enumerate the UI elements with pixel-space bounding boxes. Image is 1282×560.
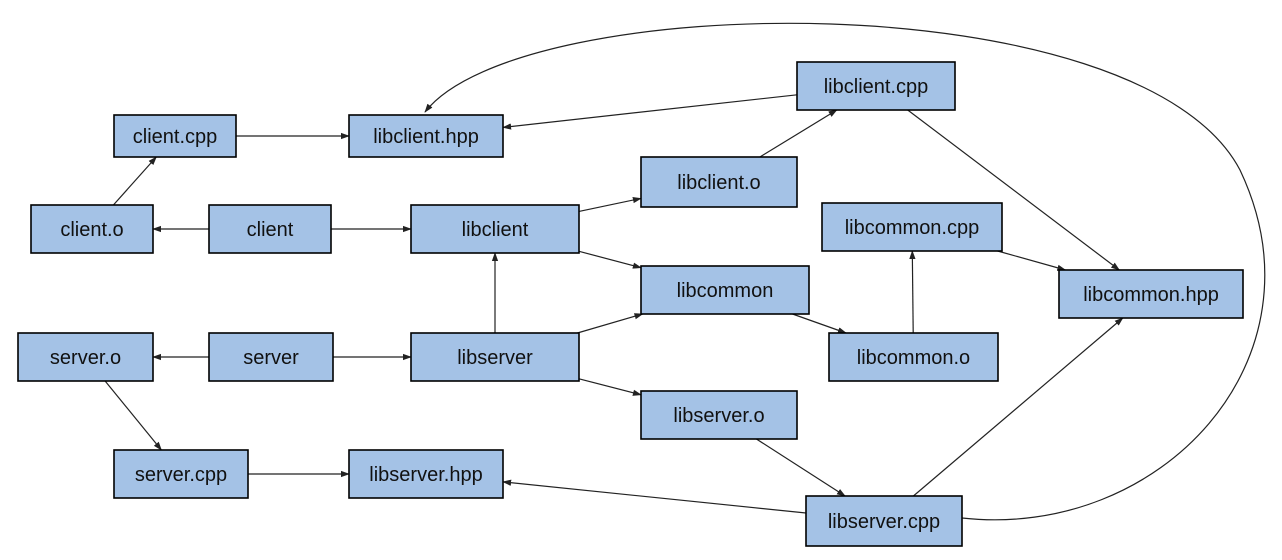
node-libcommon-o: libcommon.o (828, 332, 999, 382)
node-box (828, 332, 999, 382)
node-box (348, 449, 504, 499)
node-label: libserver.cpp (828, 511, 940, 533)
edge-libserver-cpp-to-libserver-hpp (502, 479, 807, 514)
edge-client-o-to-client-cpp (112, 156, 157, 206)
node-label: client.o (60, 219, 123, 241)
node-box (640, 390, 798, 440)
edge-libclient-cpp-to-libclient-hpp (502, 94, 798, 130)
node-libcommon: libcommon (640, 265, 810, 315)
node-libserver-cpp: libserver.cpp (805, 495, 963, 547)
node-server-cpp: server.cpp (113, 449, 249, 499)
edge-libclient-o-to-libclient-cpp (759, 109, 838, 158)
node-box (410, 332, 580, 382)
node-label: libcommon.o (857, 347, 970, 369)
node-client-o: client.o (30, 204, 154, 254)
node-label: libcommon.cpp (845, 217, 980, 239)
node-libserver: libserver (410, 332, 580, 382)
node-label: server.cpp (135, 464, 227, 486)
node-box (410, 204, 580, 254)
edge-libserver-to-libcommon (577, 313, 644, 334)
edge-libserver-cpp-to-libcommon-hpp (913, 317, 1124, 497)
node-label: libserver.hpp (369, 464, 482, 486)
node-box (1058, 269, 1244, 319)
node-box (30, 204, 154, 254)
edge-libserver-o-to-libserver-cpp (756, 438, 846, 497)
node-box (208, 332, 334, 382)
node-box (17, 332, 154, 382)
node-server-o: server.o (17, 332, 154, 382)
node-label: client.cpp (133, 126, 218, 148)
edge-libclient-cpp-to-libcommon-hpp (907, 109, 1121, 271)
node-box (113, 449, 249, 499)
node-box (208, 204, 332, 254)
edge-libserver-to-libserver-o (578, 378, 642, 396)
node-box (640, 156, 798, 208)
node-label: server (243, 347, 299, 369)
node-label: libclient (462, 219, 529, 241)
node-label: server.o (50, 347, 121, 369)
edge-libcommon-o-to-libcommon-cpp (909, 250, 916, 334)
edge-server-o-to-server-cpp (104, 380, 162, 451)
node-label: libserver.o (673, 405, 764, 427)
node-libclient-hpp: libclient.hpp (348, 114, 504, 158)
node-client-cpp: client.cpp (113, 114, 237, 158)
edge-libserver-cpp-to-libclient-hpp (424, 22, 1266, 521)
node-libcommon-cpp: libcommon.cpp (821, 202, 1003, 252)
node-box (821, 202, 1003, 252)
node-libclient-o: libclient.o (640, 156, 798, 208)
node-libserver-hpp: libserver.hpp (348, 449, 504, 499)
nodes-layer: client.cpp libclient.hpp libclient.cpp libc… (17, 61, 1244, 547)
node-label: client (247, 219, 294, 241)
node-label: libclient.cpp (824, 76, 929, 98)
edge-libclient-to-libcommon (578, 250, 642, 269)
node-box (796, 61, 956, 111)
node-label: libclient.hpp (373, 126, 479, 148)
node-libclient-cpp: libclient.cpp (796, 61, 956, 111)
edge-libcommon-cpp-to-libcommon-hpp (997, 250, 1067, 271)
node-box (113, 114, 237, 158)
node-label: libclient.o (677, 172, 760, 194)
node-libclient: libclient (410, 204, 580, 254)
node-server: server (208, 332, 334, 382)
node-label: libcommon (677, 280, 774, 302)
node-label: libserver (457, 347, 533, 369)
edges-layer (104, 22, 1266, 521)
node-box (640, 265, 810, 315)
node-client: client (208, 204, 332, 254)
node-libserver-o: libserver.o (640, 390, 798, 440)
node-label: libcommon.hpp (1083, 284, 1219, 306)
node-box (805, 495, 963, 547)
node-libcommon-hpp: libcommon.hpp (1058, 269, 1244, 319)
edge-libcommon-to-libcommon-o (792, 313, 847, 334)
edge-libclient-to-libclient-o (578, 196, 642, 212)
node-box (348, 114, 504, 158)
